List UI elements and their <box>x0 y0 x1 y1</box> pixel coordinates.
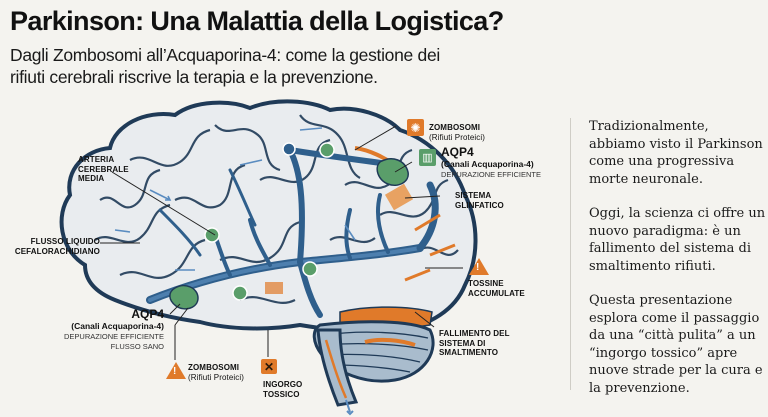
sidebar-paragraph-1: Tradizionalmente, abbiamo visto il Parki… <box>589 119 763 187</box>
label-arteria-cerebrale: ARTERIA CEREBRALE MEDIA <box>78 155 129 183</box>
brain-diagram <box>59 99 478 416</box>
subtitle-line-2: rifiuti cerebrali riscrive la terapia e … <box>10 67 378 87</box>
label-aqp4-right: AQP4 (Canali Acquaporina-4) DEPURAZIONE … <box>441 145 542 180</box>
warning-triangle-icon <box>469 258 489 275</box>
label-zombosomi-bottom: ZOMBOSOMI (Rifiuti Proteici) <box>188 363 245 382</box>
subtitle-line-1: Dagli Zombosomi all’Acquaporina-4: come … <box>10 45 440 65</box>
leader-lines <box>100 125 463 360</box>
label-ingorgo-tossico: INGORGO TOSSICO <box>263 380 303 399</box>
sidebar-paragraph-3: Questa presentazione esplora come il pas… <box>589 293 763 396</box>
warning-triangle-icon <box>166 362 186 379</box>
zombosomi-icon: ✺ <box>407 119 424 136</box>
page-subtitle: Dagli Zombosomi all’Acquaporina-4: come … <box>10 44 440 88</box>
aqp4-patch-right <box>376 158 409 186</box>
label-aqp4-left: AQP4 (Canali Acquaporina-4) DEPURAZIONE … <box>63 307 164 351</box>
page-title: Parkinson: Una Malattia della Logistica? <box>10 6 504 36</box>
label-zombosomi-top: ZOMBOSOMI (Rifiuti Proteici) <box>429 123 486 142</box>
brainstem <box>316 328 359 416</box>
traffic-jam-icon: ✕ <box>261 359 277 374</box>
sidebar-paragraph-2: Oggi, la scienza ci offre un nuovo parad… <box>589 206 766 274</box>
label-sistema-glinfatico: SISTEMA GLINFATICO <box>455 191 504 210</box>
sidebar-text: Tradizionalmente, abbiamo visto il Parki… <box>570 118 766 396</box>
aqp4-patch-left <box>169 284 199 310</box>
cerebrum <box>59 99 478 335</box>
warning-exclaim: ! <box>476 262 480 273</box>
flow-nodes <box>204 142 335 301</box>
label-flusso-liquido: FLUSSO LIQUIDO CEFALORACHIDIANO <box>14 237 100 256</box>
label-tossine-accumulate: TOSSINE ACCUMULATE <box>468 279 525 298</box>
transit-train-icon: ▥ <box>419 149 436 166</box>
label-fallimento-sistema: FALLIMENTO DEL SISTEMA DI SMALTIMENTO <box>439 329 510 357</box>
warning-exclaim: ! <box>173 366 177 377</box>
